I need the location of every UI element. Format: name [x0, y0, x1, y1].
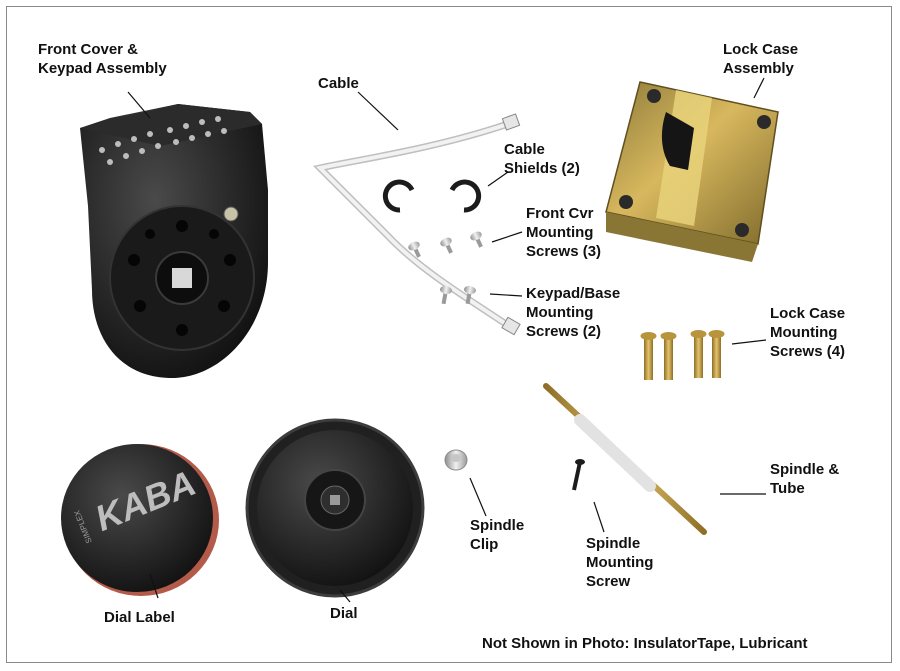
label-spindle-clip: Spindle Clip: [470, 517, 525, 553]
label-spindle-and-tube: Spindle & Tube: [770, 461, 840, 497]
label-front-cvr-mounting-screws: Front Cvr Mounting Screws (3): [526, 205, 602, 260]
label-lock-case-assembly: Lock Case Assembly: [723, 41, 799, 77]
spindle-clip: [444, 449, 468, 471]
leader-lines: [127, 77, 767, 603]
spindle-mounting-screw: [572, 459, 585, 491]
spindle-and-tube: [543, 383, 707, 535]
label-cable-shields: Cable Shields (2): [504, 141, 580, 177]
label-front-cover-keypad-assembly: Front Cover & Keypad Assembly: [38, 41, 167, 77]
front-cover-keypad-assembly: [80, 104, 268, 378]
dial-label: KABA SIMPLEX: [61, 444, 219, 596]
label-dial-label: Dial Label: [104, 609, 175, 626]
label-spindle-mounting-screw: Spindle Mounting Screw: [586, 535, 654, 590]
label-keypad-base-mounting-screws: Keypad/Base Mounting Screws (2): [526, 285, 621, 340]
footer-not-shown-note: Not Shown in Photo: InsulatorTape, Lubri…: [482, 635, 808, 652]
label-dial: Dial: [330, 605, 358, 622]
cable-shields: [382, 179, 482, 213]
keypad-base-mounting-screws: [440, 285, 476, 305]
lock-case-mounting-screws: [640, 330, 725, 380]
cable: [313, 113, 521, 336]
label-cable: Cable: [318, 75, 359, 92]
dial: [245, 418, 425, 598]
front-cvr-mounting-screws: [408, 231, 483, 258]
label-lock-case-mounting-screws: Lock Case Mounting Screws (4): [770, 305, 846, 360]
lock-case-assembly: [605, 81, 779, 262]
